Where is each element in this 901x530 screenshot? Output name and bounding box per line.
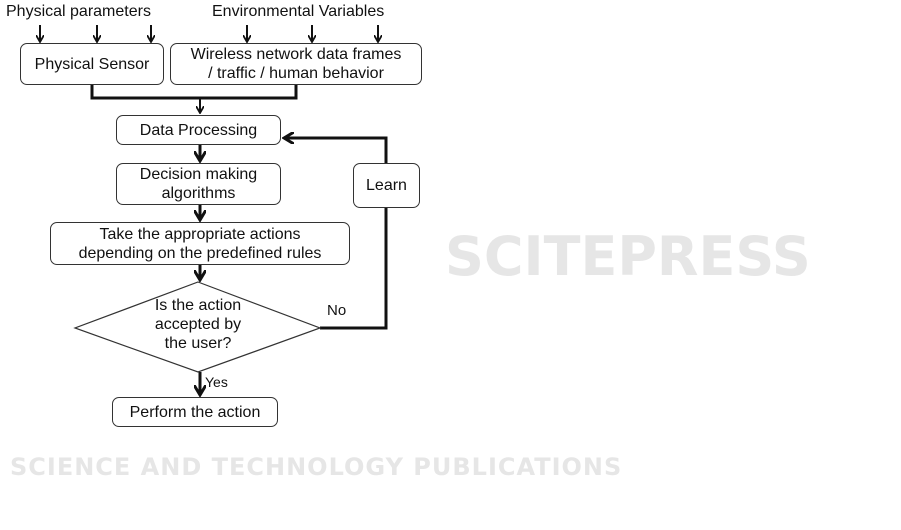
watermark-title: SCITEPRESS (445, 225, 811, 288)
node-wireless-data: Wireless network data frames / traffic /… (170, 43, 422, 85)
node-label: Learn (366, 177, 407, 194)
node-label: Data Processing (139, 121, 258, 139)
input-label-physical: Physical parameters (6, 3, 151, 20)
question-line: the user? (164, 335, 232, 352)
node-label: algorithms (161, 185, 236, 202)
feedback-learn-line (284, 138, 388, 163)
node-label: Wireless network data frames (190, 46, 402, 63)
decision-diamond (73, 281, 322, 373)
question-label: Is the action accepted by the user? (118, 296, 278, 353)
node-data-processing: Data Processing (116, 115, 281, 145)
node-label: depending on the predefined rules (78, 244, 322, 262)
node-label: / traffic / human behavior (208, 65, 384, 82)
input-label-environmental: Environmental Variables (212, 3, 385, 20)
node-label: Perform the action (129, 403, 261, 421)
node-perform-action: Perform the action (112, 397, 278, 427)
node-label: Decision making (139, 166, 258, 183)
node-take-actions: Take the appropriate actions depending o… (50, 222, 350, 265)
merge-connector (90, 85, 298, 100)
watermark-subtitle: SCIENCE AND TECHNOLOGY PUBLICATIONS (10, 453, 623, 481)
node-label: Take the appropriate actions (99, 225, 301, 243)
edge-label-yes: Yes (205, 374, 228, 390)
edge-label-no: No (327, 302, 347, 319)
node-label: Physical Sensor (34, 55, 150, 73)
question-line: Is the action (154, 297, 242, 314)
question-line: accepted by (154, 316, 242, 333)
node-learn: Learn (353, 163, 420, 208)
feedback-no-line (320, 208, 388, 330)
node-physical-sensor: Physical Sensor (20, 43, 164, 85)
node-decision-making: Decision making algorithms (116, 163, 281, 205)
